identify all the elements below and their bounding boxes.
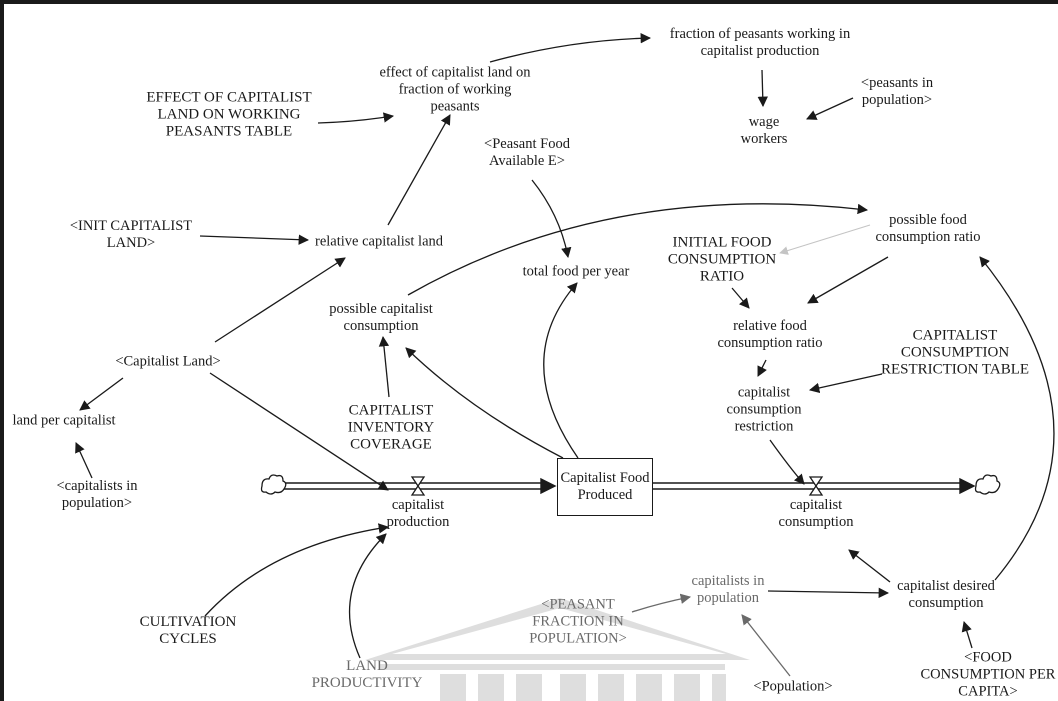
var-fraction-peasants-working[interactable]: fraction of peasants working in capitali… <box>669 26 851 59</box>
flow-capitalist-consumption[interactable]: capitalist consumption <box>778 497 854 530</box>
var-peasant-food-available[interactable]: <Peasant Food Available E> <box>484 136 570 169</box>
const-cultivation-cycles[interactable]: CULTIVATION CYCLES <box>139 614 237 647</box>
link-capinpop-to-landpercap <box>75 442 93 479</box>
flow-capitalist-production[interactable]: capitalist production <box>386 497 450 530</box>
link-peasantfood-to-total <box>531 179 572 259</box>
link-possible-to-possibleratio <box>407 203 869 296</box>
var-capitalist-land[interactable]: <Capitalist Land> <box>115 353 221 370</box>
inflow-pipe <box>280 477 557 495</box>
capitalist-food-produced-stock[interactable]: Capitalist Food Produced <box>557 458 653 516</box>
link-table-to-effect <box>317 112 395 124</box>
link-restrtable-to-restriction <box>808 373 883 394</box>
link-fraction-to-wage <box>757 69 768 108</box>
link-peasants-to-wage <box>806 97 854 120</box>
link-land-to-production <box>209 372 389 491</box>
link-desired-to-possibleratio <box>979 256 1055 581</box>
link-possibleratio-to-relratio <box>807 256 889 304</box>
link-stock-to-total <box>543 282 579 459</box>
var-relative-capitalist-land[interactable]: relative capitalist land <box>314 233 444 250</box>
var-wage-workers[interactable]: wage workers <box>740 114 788 147</box>
link-relratio-to-restriction <box>757 359 767 377</box>
var-food-consumption-per-capita[interactable]: <FOOD CONSUMPTION PER CAPITA> <box>920 649 1056 700</box>
link-effect-to-fraction <box>489 33 652 63</box>
var-possible-food-consumption-ratio[interactable]: possible food consumption ratio <box>875 212 981 245</box>
link-land-to-landpercap <box>79 377 124 411</box>
sink-cloud-icon <box>974 474 1001 495</box>
link-initland-to-relland <box>199 234 310 245</box>
link-desired-to-consumption <box>848 549 891 583</box>
link-land-to-relland <box>214 257 346 343</box>
var-peasants-in-population[interactable]: <peasants in population> <box>860 75 934 108</box>
const-initial-food-consumption-ratio[interactable]: INITIAL FOOD CONSUMPTION RATIO <box>667 234 777 285</box>
link-initialratio-to-possibleratio <box>779 224 871 255</box>
link-restriction-to-consumption <box>769 439 805 485</box>
const-capitalist-inventory-coverage[interactable]: CAPITALIST INVENTORY COVERAGE <box>347 402 435 453</box>
const-land-productivity[interactable]: LAND PRODUCTIVITY <box>311 658 423 691</box>
link-cultivation-to-production <box>204 523 390 617</box>
var-relative-food-consumption-ratio[interactable]: relative food consumption ratio <box>717 318 823 351</box>
link-productivity-to-production <box>348 533 387 659</box>
var-possible-capitalist-consumption[interactable]: possible capitalist consumption <box>329 301 433 334</box>
var-capitalist-consumption-restriction[interactable]: capitalist consumption restriction <box>726 384 802 435</box>
var-capitalist-desired-consumption[interactable]: capitalist desired consumption <box>897 578 995 611</box>
link-stock-to-possible <box>405 347 564 459</box>
const-consumption-restriction-table[interactable]: CAPITALIST CONSUMPTION RESTRICTION TABLE <box>880 327 1030 378</box>
link-fraction-to-capinpop <box>631 593 692 613</box>
production-valve-icon <box>410 476 426 496</box>
link-percapita-to-desired <box>961 621 973 649</box>
var-total-food-per-year[interactable]: total food per year <box>522 263 630 280</box>
var-effect-capitalist-land[interactable]: effect of capitalist land on fraction of… <box>379 64 531 115</box>
frame-left-border <box>0 0 4 701</box>
watermark-building <box>365 598 750 701</box>
var-capitalists-in-population[interactable]: capitalists in population <box>691 573 765 606</box>
outflow-pipe <box>653 477 976 495</box>
link-capinpop-to-desired <box>767 587 890 599</box>
const-effect-table[interactable]: EFFECT OF CAPITALIST LAND ON WORKING PEA… <box>146 89 312 140</box>
var-init-capitalist-land[interactable]: <INIT CAPITALIST LAND> <box>69 218 193 251</box>
link-inventory-to-possible <box>378 335 390 398</box>
link-initialratio-to-relratio <box>731 287 750 309</box>
link-population-to-capinpop <box>741 614 791 677</box>
var-land-per-capitalist[interactable]: land per capitalist <box>12 412 116 429</box>
link-relland-to-effect <box>387 114 451 226</box>
consumption-valve-icon <box>808 476 824 496</box>
source-cloud-icon <box>260 474 287 495</box>
var-population[interactable]: <Population> <box>753 678 833 695</box>
frame-top-border <box>0 0 1058 4</box>
var-capitalists-in-population-shadow[interactable]: <capitalists in population> <box>56 478 138 511</box>
var-peasant-fraction-in-population[interactable]: <PEASANT FRACTION IN POPULATION> <box>529 596 627 647</box>
